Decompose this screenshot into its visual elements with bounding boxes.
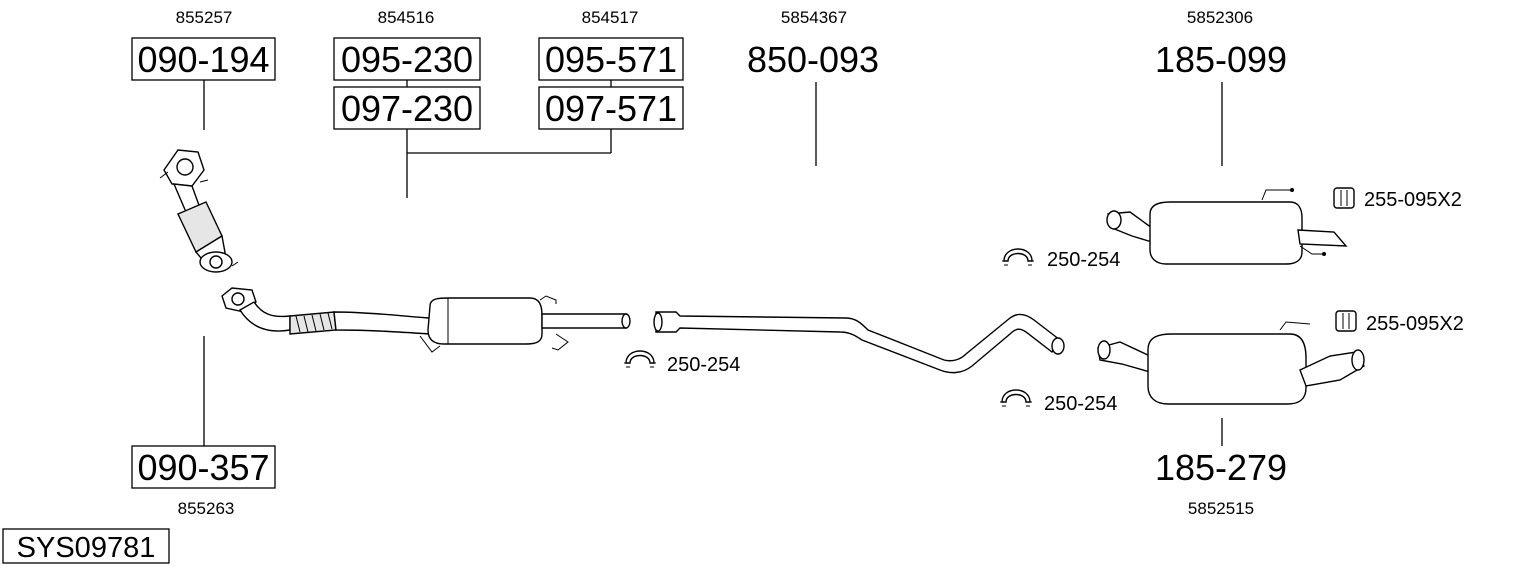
ref-5852515: 5852515 (1188, 499, 1254, 518)
ref-5852306: 5852306 (1187, 8, 1253, 27)
leader-lines (203, 80, 1223, 446)
part-090-357: 090-357 (137, 447, 269, 488)
hanger-icon-1[interactable] (1333, 187, 1355, 209)
hanger-label-2: 255-095X2 (1366, 313, 1464, 335)
part-097-230: 097-230 (341, 88, 473, 129)
ref-854516: 854516 (378, 8, 435, 27)
part-185-279[interactable]: 185-279 (1155, 447, 1287, 488)
center-pipe[interactable] (653, 311, 1065, 374)
system-id: SYS09781 (17, 532, 156, 564)
hanger-icon-2[interactable] (1335, 310, 1357, 332)
front-catalytic-converter[interactable] (159, 149, 239, 273)
ref-5854367: 5854367 (781, 8, 847, 27)
part-185-099[interactable]: 185-099 (1155, 39, 1287, 80)
part-box-095-571[interactable]: 095-571 (538, 37, 684, 81)
part-box-097-230[interactable]: 097-230 (333, 86, 481, 130)
clamp-label-3: 250-254 (1044, 393, 1117, 415)
rear-silencer-bottom[interactable] (1097, 321, 1365, 405)
rear-silencer-top[interactable] (1106, 188, 1348, 265)
part-095-230: 095-230 (341, 39, 473, 80)
ref-854517: 854517 (582, 8, 639, 27)
ref-855257: 855257 (176, 8, 233, 27)
clamp-icon-3[interactable] (1000, 389, 1032, 407)
part-097-571: 097-571 (545, 88, 677, 129)
part-850-093[interactable]: 850-093 (747, 39, 879, 80)
part-095-571: 095-571 (545, 39, 677, 80)
part-090-194: 090-194 (137, 39, 269, 80)
clamp-label-2: 250-254 (1047, 249, 1120, 271)
clamp-icon-2[interactable] (1002, 248, 1034, 266)
hanger-label-1: 255-095X2 (1364, 189, 1462, 211)
part-box-090-194[interactable]: 090-194 (131, 37, 276, 81)
front-pipe-with-silencer[interactable] (221, 287, 631, 353)
system-id-box: SYS09781 (2, 528, 170, 564)
clamp-label-1: 250-254 (667, 354, 740, 376)
part-box-090-357[interactable]: 090-357 (131, 445, 276, 489)
part-box-097-571[interactable]: 097-571 (538, 86, 684, 130)
clamp-icon-1[interactable] (624, 350, 656, 368)
ref-855263: 855263 (178, 499, 235, 518)
part-box-095-230[interactable]: 095-230 (333, 37, 481, 81)
